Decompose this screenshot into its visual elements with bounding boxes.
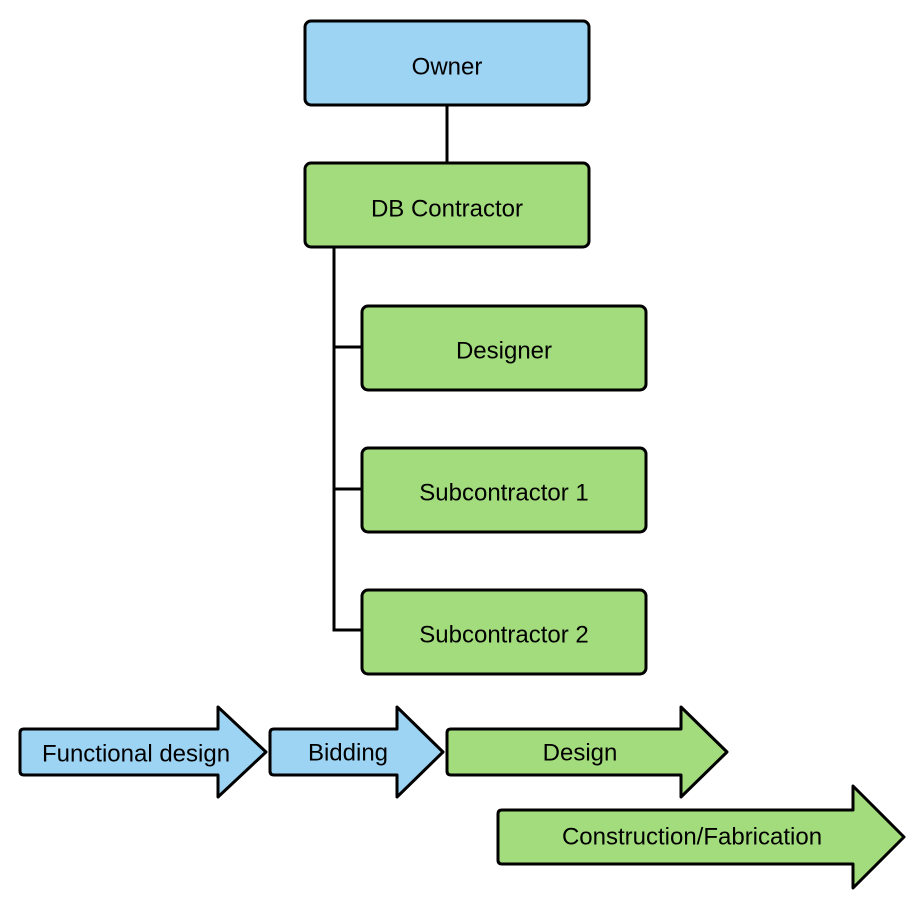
subcontractor-1-box: Subcontractor 1 bbox=[360, 446, 648, 534]
subcontractor-2-box: Subcontractor 2 bbox=[360, 588, 648, 676]
subcontractor-1-label: Subcontractor 1 bbox=[419, 479, 588, 506]
owner-label: Owner bbox=[412, 53, 483, 80]
db-contractor-label: DB Contractor bbox=[371, 195, 523, 222]
designer-box: Designer bbox=[360, 304, 648, 392]
construction-arrow-shape bbox=[496, 784, 906, 890]
design-arrow: Design bbox=[445, 705, 729, 799]
functional-design-arrow: Functional design bbox=[18, 705, 268, 799]
designer-label: Designer bbox=[456, 337, 552, 364]
subcontractor-2-label: Subcontractor 2 bbox=[419, 621, 588, 648]
bidding-arrow-shape bbox=[268, 705, 445, 799]
db-contractor-box-shape bbox=[303, 161, 591, 249]
org-connectors bbox=[332, 104, 449, 632]
functional-design-arrow-shape bbox=[18, 705, 268, 799]
bidding-arrow: Bidding bbox=[268, 705, 445, 799]
subcontractor-2-box-shape bbox=[360, 588, 648, 676]
designer-box-shape bbox=[360, 304, 648, 392]
bidding-label: Bidding bbox=[308, 739, 388, 766]
construction-label: Construction/Fabrication bbox=[562, 823, 822, 850]
construction-arrow: Construction/Fabrication bbox=[496, 784, 906, 890]
owner-box-shape bbox=[303, 19, 591, 107]
owner-box: Owner bbox=[303, 19, 591, 107]
design-label: Design bbox=[543, 739, 618, 766]
db-contractor-box: DB Contractor bbox=[303, 161, 591, 249]
contractor-trunk-line bbox=[332, 247, 362, 632]
subcontractor-1-box-shape bbox=[360, 446, 648, 534]
functional-design-label: Functional design bbox=[42, 740, 230, 767]
design-arrow-shape bbox=[445, 705, 729, 799]
